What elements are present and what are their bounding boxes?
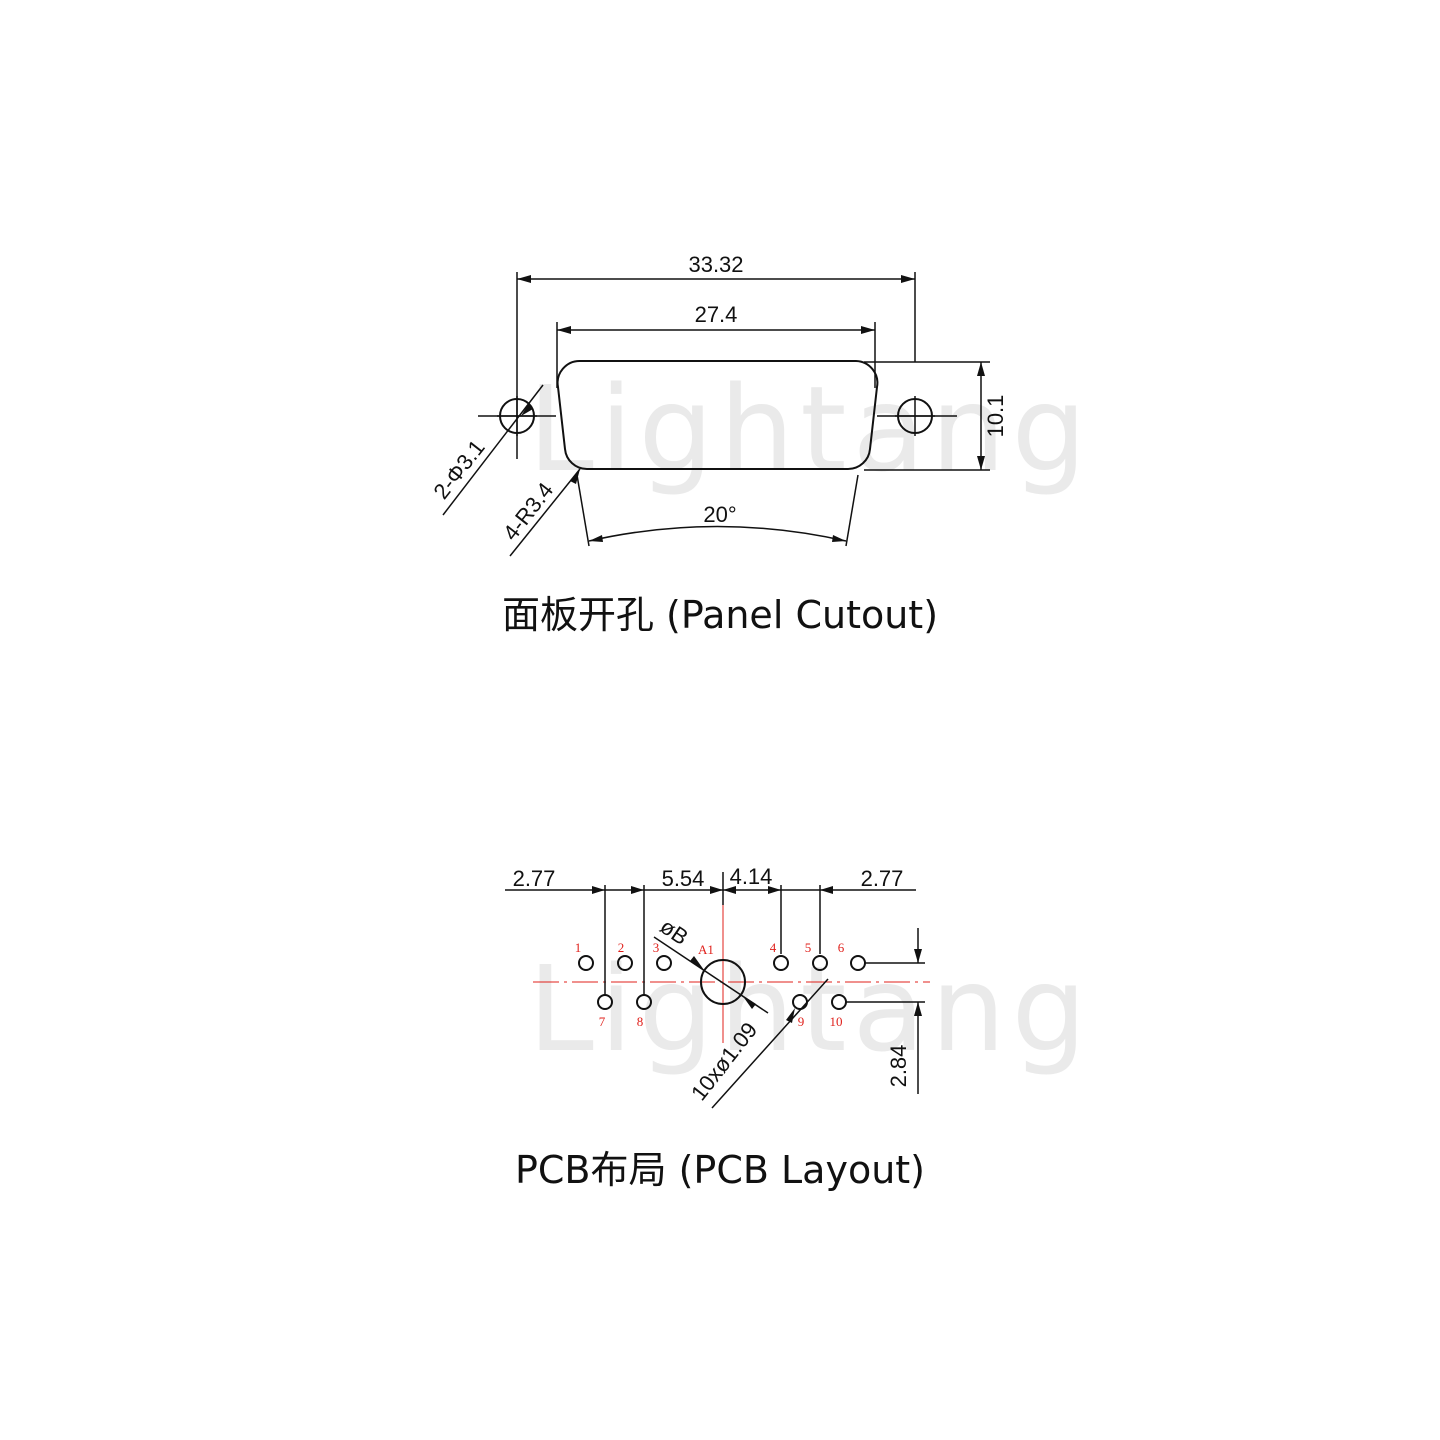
pin-label-2: 2 [618,940,625,955]
watermark-panel: Lightang [528,360,1092,498]
pin-hole-5 [812,955,828,971]
right-mount-hole [877,396,957,436]
contact-hole-a1 [700,959,746,1005]
leader-corner-radius [509,468,581,557]
dim-left-offset: 2.77 [513,866,556,891]
pin-label-3: 3 [653,940,660,955]
pin-label-4: 4 [770,940,777,955]
dim-height: 10.1 [983,395,1008,438]
panel-cutout-caption: 面板开孔 (Panel Cutout) [502,593,938,637]
leader-hole-dia [711,978,829,1109]
pcb-layout-caption: PCB布局 (PCB Layout) [515,1148,925,1192]
leader-mount-holes [442,384,544,516]
pin-label-10: 10 [830,1014,843,1029]
pin-hole-8 [636,994,652,1010]
dim-overall-width: 33.32 [688,252,743,277]
pin-label-5: 5 [805,940,812,955]
pin-hole-4 [773,955,789,971]
pin-hole-2 [617,955,633,971]
dim-pitch-b: 4.14 [730,864,773,889]
dim-angle: 20° [703,502,736,527]
pcb-layout-drawing: 2.77 5.54 4.14 2.77 1 2 3 4 5 6 7 8 9 10… [505,864,930,1192]
dim-right-offset: 2.77 [861,866,904,891]
pin-label-7: 7 [599,1014,606,1029]
contact-label-a1: A1 [698,942,714,957]
pin-label-6: 6 [838,940,845,955]
dim-arc-angle [588,525,847,542]
pin-label-8: 8 [637,1014,644,1029]
dim-row-spacing: 2.84 [886,1045,911,1088]
pin-label-9: 9 [798,1014,805,1029]
pin-hole-3 [656,955,672,971]
pin-label-1: 1 [575,940,582,955]
watermark-pcb: Lightang [528,940,1092,1078]
dim-shell-width: 27.4 [695,302,738,327]
pin-hole-7 [597,994,613,1010]
pin-hole-1 [578,955,594,971]
dim-pitch-a: 5.54 [662,866,705,891]
